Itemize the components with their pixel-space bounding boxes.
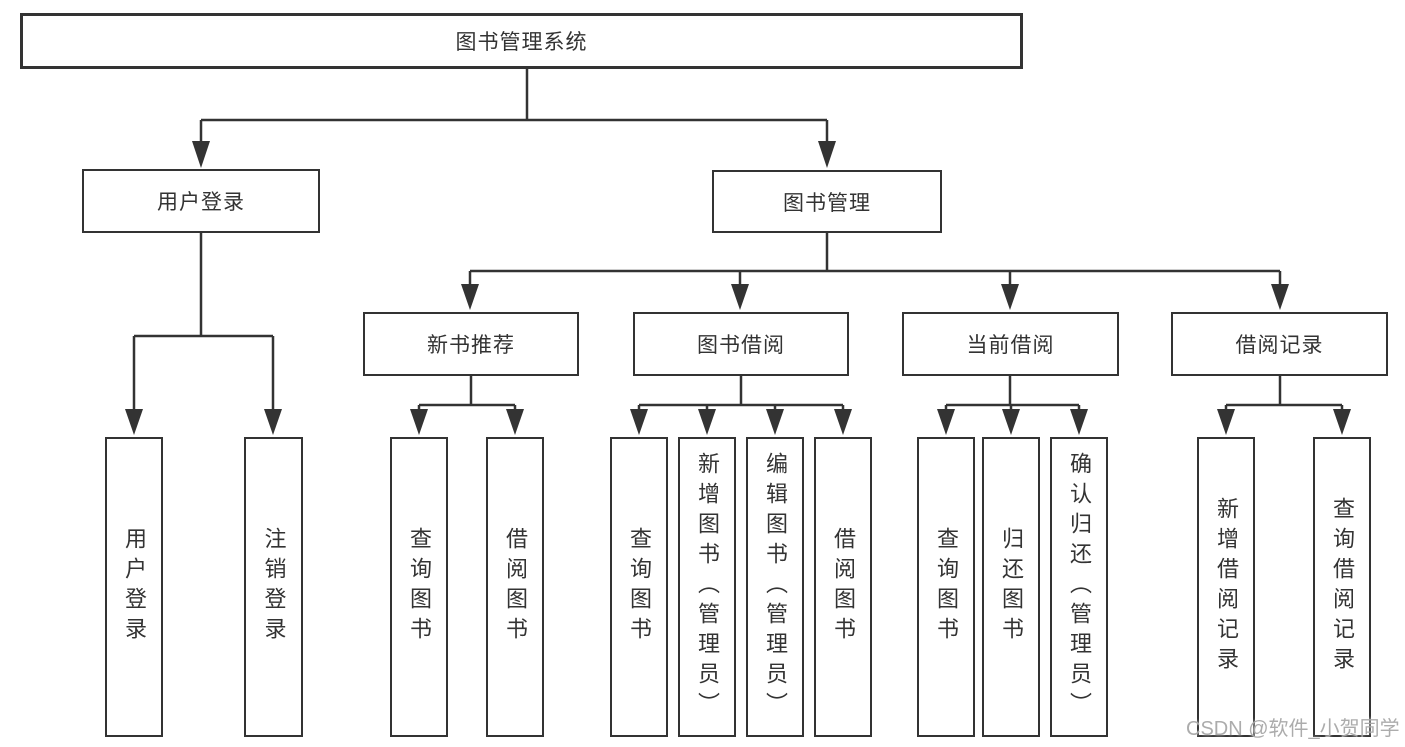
node-query-borrow-record-label: 查询借阅记录 [1330,497,1355,677]
node-new-book-recommend: 新书推荐 [363,312,579,376]
arrowhead-icon [766,409,784,435]
node-new-book-recommend-label: 新书推荐 [427,334,515,357]
node-add-borrow-record-label: 新增借阅记录 [1214,497,1239,677]
node-user-login-label: 用户登录 [122,527,147,647]
arrowhead-icon [630,409,648,435]
node-book-management-label: 图书管理 [783,191,871,215]
arrowhead-icon [937,409,955,435]
arrowhead-icon [731,284,749,310]
arrowhead-icon [1001,284,1019,310]
node-current-borrow: 当前借阅 [902,312,1119,376]
node-return-books: 归还图书 [982,437,1040,737]
node-book-management: 图书管理 [712,170,942,233]
arrowhead-icon [1217,409,1235,435]
connector-new-book-group [417,376,517,412]
node-confirm-return-admin: 确认归还（管理员） [1050,437,1108,737]
connector-current-borrow-group [944,376,1081,412]
node-logout: 注销登录 [244,437,303,737]
node-confirm-return-admin-label: 确认归还（管理员） [1067,452,1092,722]
node-root-label: 图书管理系统 [455,31,588,54]
arrowhead-icon [698,409,716,435]
arrowhead-icon [1002,409,1020,435]
node-borrow-books-recommend: 借阅图书 [486,437,544,737]
node-borrow-books-label: 借阅图书 [831,527,856,647]
node-borrow-books-recommend-label: 借阅图书 [503,527,528,647]
node-logout-label: 注销登录 [261,527,287,647]
connector-borrow-record-group [1224,376,1344,412]
node-add-books-admin: 新增图书（管理员） [678,437,736,737]
node-user-login: 用户登录 [105,437,163,737]
node-book-borrow: 图书借阅 [633,312,849,376]
arrowhead-icon [1333,409,1351,435]
arrowhead-icon [1271,284,1289,310]
connector-book-borrow-group [637,376,845,412]
node-root: 图书管理系统 [20,13,1023,69]
arrowhead-icon [192,141,210,168]
arrowhead-icon [410,409,428,435]
node-borrow-records-label: 借阅记录 [1235,334,1324,357]
node-query-books-borrow: 查询图书 [610,437,668,737]
node-return-books-label: 归还图书 [999,527,1024,647]
arrowhead-icon [1070,409,1088,435]
connector-book-management-to-modules [468,233,1282,286]
node-borrow-books: 借阅图书 [814,437,872,737]
connector-root-to-branches [199,69,829,142]
arrowhead-icon [834,409,852,435]
node-edit-books-admin: 编辑图书（管理员） [746,437,804,737]
node-current-borrow-label: 当前借阅 [966,334,1055,357]
arrowhead-icon [818,141,836,168]
node-query-books-borrow-label: 查询图书 [627,527,652,647]
arrowhead-icon [506,409,524,435]
node-add-borrow-record: 新增借阅记录 [1197,437,1255,737]
node-add-books-admin-label: 新增图书（管理员） [695,452,720,722]
node-query-books-current-label: 查询图书 [934,527,959,647]
node-borrow-records: 借阅记录 [1171,312,1388,376]
node-edit-books-admin-label: 编辑图书（管理员） [763,452,788,722]
arrowhead-icon [461,284,479,310]
watermark-text: CSDN @软件_小贺同学 [1186,718,1400,740]
arrowhead-icon [264,409,282,435]
arrowhead-icon [125,409,143,435]
node-user-login-branch: 用户登录 [82,169,320,233]
node-query-books-recommend: 查询图书 [390,437,448,737]
connector-user-login-group [132,233,275,412]
node-query-books-current: 查询图书 [917,437,975,737]
node-book-borrow-label: 图书借阅 [697,334,785,357]
node-user-login-branch-label: 用户登录 [157,191,245,214]
node-query-borrow-record: 查询借阅记录 [1313,437,1371,737]
node-query-books-recommend-label: 查询图书 [407,527,432,647]
